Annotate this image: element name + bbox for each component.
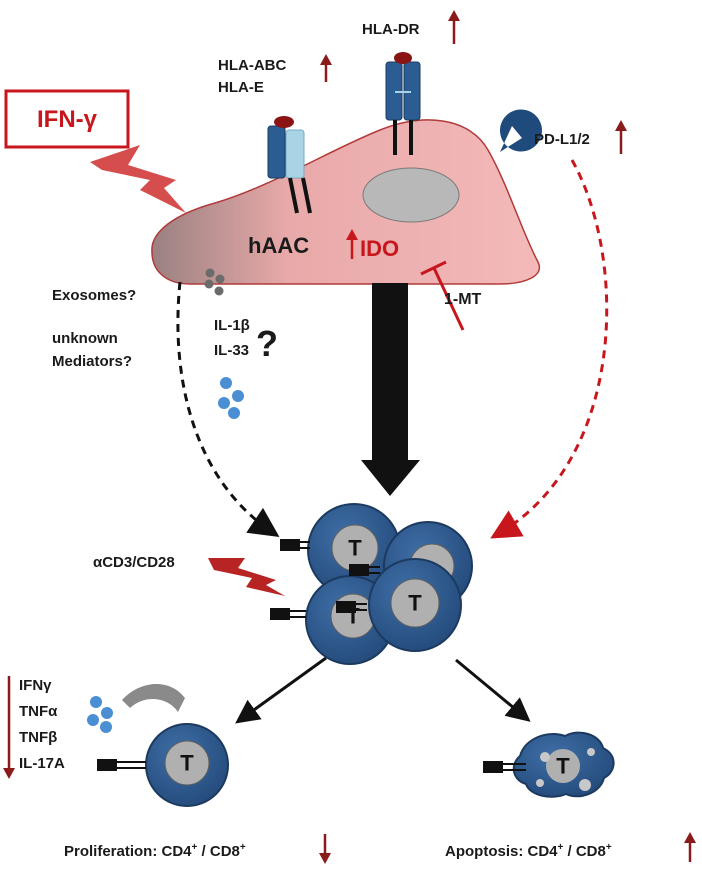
ifn-gamma-label: IFN-γ <box>37 106 98 133</box>
ido-marker: IDO <box>346 229 399 261</box>
tcr-receptor-2 <box>349 564 380 576</box>
pdl-dashed-arrow <box>490 159 609 539</box>
proliferation-label: Proliferation: CD4+ / CD8+ <box>64 842 246 860</box>
mediator-dashed-arrow <box>176 281 280 538</box>
cytokine-item: IL-17A <box>19 755 65 772</box>
pdl-up-arrow <box>615 120 627 154</box>
ifn-bolt-icon <box>90 145 186 213</box>
cd3-cd28-label: αCD3/CD28 <box>93 554 175 571</box>
cytokine-item: TNFα <box>19 703 58 720</box>
tcr-receptor-1 <box>280 539 310 551</box>
cytokine-item: IFNγ <box>19 677 52 694</box>
tcell-4-letter: T <box>408 591 422 616</box>
hla-abc-label: HLA-ABC <box>218 57 286 74</box>
haac-nucleus <box>362 167 460 223</box>
inhibitor-1mt: 1-MT <box>420 260 482 331</box>
hla-e-label: HLA-E <box>218 79 264 96</box>
cytokine-item: TNFβ <box>19 729 57 746</box>
proliferating-tcell: T <box>145 723 229 807</box>
hla-abc-up-arrow <box>320 54 332 82</box>
apoptotic-tcell: T <box>512 731 615 798</box>
haac-label: hAAC <box>248 233 309 258</box>
tcell-cluster: T T T <box>270 503 473 665</box>
secretion-swoosh-icon <box>122 683 185 712</box>
tcr-receptor-prolif <box>97 759 146 771</box>
apoptotic-tcell-letter: T <box>556 754 570 779</box>
mhc-class2-icon <box>385 52 421 155</box>
apoptosis-up-arrow <box>684 832 696 862</box>
proliferating-tcell-letter: T <box>180 751 194 776</box>
tcr-receptor-4 <box>270 608 306 620</box>
inhibitor-label: 1-MT <box>444 291 482 308</box>
mediators-label: Mediators? <box>52 353 132 370</box>
tcr-receptor-3 <box>336 601 367 613</box>
hla-dr-up-arrow <box>448 10 460 44</box>
question-mark: ? <box>256 323 278 364</box>
il33-label: IL-33 <box>214 342 249 359</box>
tcell-4: T <box>368 558 462 652</box>
cytokine-down-arrow <box>3 676 15 779</box>
pdl-label: PD-L1/2 <box>534 131 590 148</box>
ido-main-arrow <box>361 283 420 496</box>
apoptosis-arrow <box>455 658 531 722</box>
exosome-dots <box>204 268 225 296</box>
apoptosis-label: Apoptosis: CD4+ / CD8+ <box>445 842 612 860</box>
cytokine-droplets-lower <box>87 696 113 733</box>
cytokine-list: IFNγ TNFα TNFβ IL-17A <box>19 677 65 772</box>
tcr-receptor-apop <box>483 761 526 773</box>
proliferation-arrow <box>235 656 327 724</box>
cd3-cd28-bolt-icon <box>208 558 285 596</box>
proliferation-down-arrow <box>319 834 331 864</box>
cytokine-droplets-upper <box>218 377 244 419</box>
tcell-1-letter: T <box>348 536 362 561</box>
pdl-ligand-icon <box>500 109 542 152</box>
mhc-class1-icon <box>267 116 312 214</box>
ifn-gamma-box: IFN-γ <box>4 89 130 149</box>
exosomes-label: Exosomes? <box>52 287 136 304</box>
hla-dr-label: HLA-DR <box>362 21 420 38</box>
il1b-label: IL-1β <box>214 317 250 334</box>
haac-cell <box>151 119 541 285</box>
unknown-label: unknown <box>52 330 118 347</box>
ido-label: IDO <box>360 236 399 261</box>
